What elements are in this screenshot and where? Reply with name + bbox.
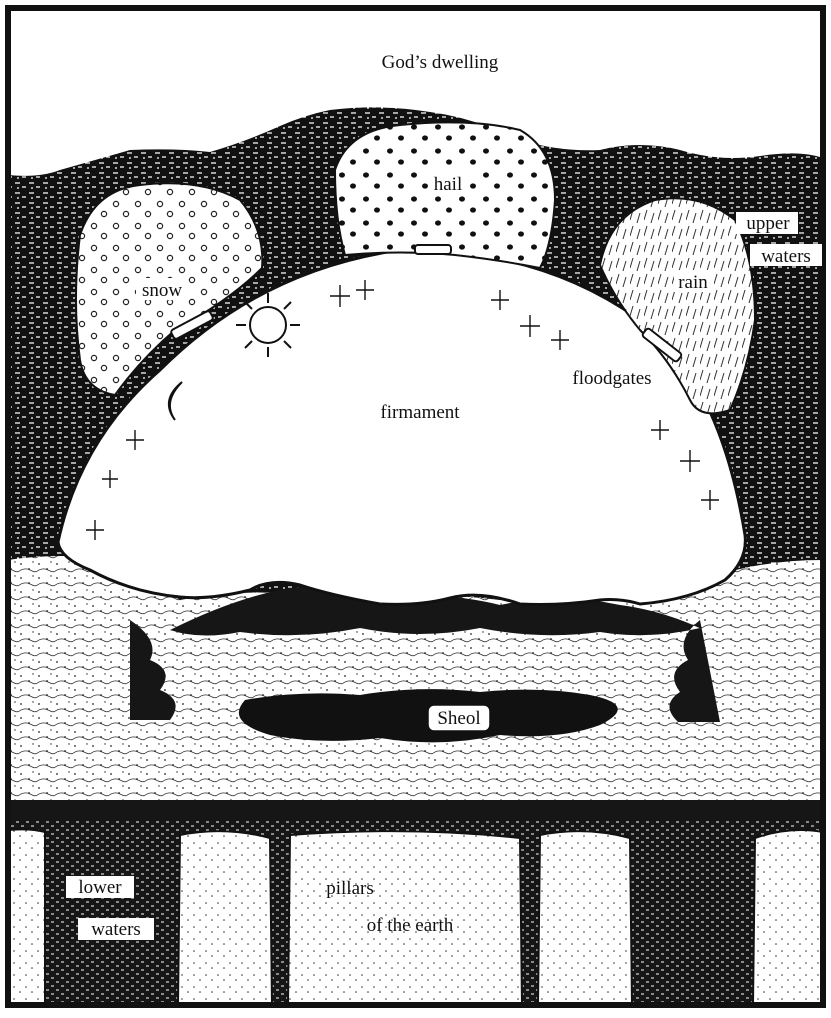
hail-label: hail <box>434 174 463 195</box>
pillar-4 <box>538 831 632 1005</box>
sheol-label: Sheol <box>437 708 480 729</box>
upper-waters-label-line1: upper <box>746 213 790 234</box>
earth-base-band <box>8 800 823 820</box>
pillar-5 <box>753 830 823 1005</box>
pillars-label-line1: pillars <box>326 878 374 899</box>
lower-waters-label-line1: lower <box>78 877 122 898</box>
gods-dwelling-label: God’s dwelling <box>382 52 499 73</box>
upper-waters-label-line2: waters <box>761 246 811 267</box>
pillars-label-line2: of the earth <box>367 915 454 936</box>
floodgates-label: floodgates <box>572 368 651 389</box>
snow-label: snow <box>142 280 182 301</box>
floodgate-top <box>415 245 451 254</box>
pillar-2 <box>178 831 272 1005</box>
sun-icon <box>236 293 300 357</box>
firmament-label: firmament <box>380 402 460 423</box>
rain-label: rain <box>678 272 708 293</box>
lower-waters-label-line2: waters <box>91 919 141 940</box>
pillar-1 <box>8 829 45 1005</box>
